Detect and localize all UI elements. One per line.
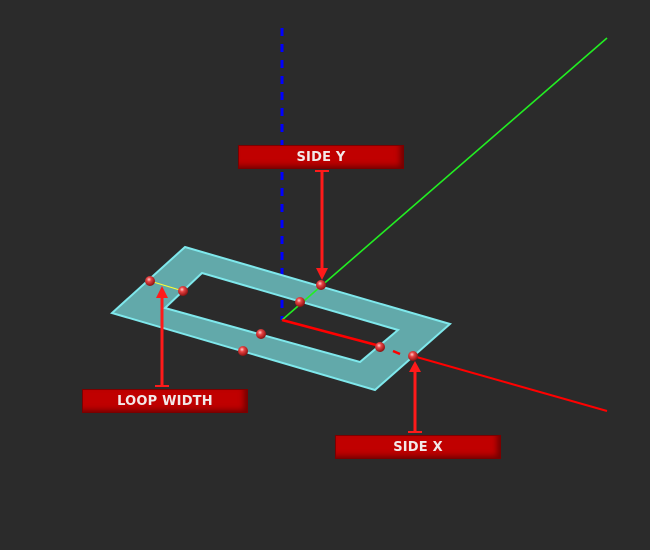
y-axis	[281, 37, 608, 321]
loop-shape[interactable]	[110, 245, 453, 392]
side-y-label: SIDE Y	[238, 145, 404, 169]
side-x-label: SIDE X	[335, 435, 501, 459]
marker-point[interactable]	[145, 276, 155, 286]
marker-point[interactable]	[408, 351, 418, 361]
marker-point[interactable]	[178, 286, 188, 296]
loop-width-arrow	[155, 286, 169, 387]
loop-width-line	[149, 280, 184, 292]
x-axis	[281, 318, 381, 348]
side-y-arrow	[315, 170, 329, 280]
marker-point[interactable]	[295, 297, 305, 307]
loop-width-label: LOOP WIDTH	[82, 389, 248, 413]
marker-point[interactable]	[256, 329, 266, 339]
marker-point[interactable]	[375, 342, 385, 352]
x-axis-outer	[412, 355, 608, 412]
x-axis-dash	[392, 349, 401, 356]
side-x-arrow	[408, 361, 422, 433]
marker-point[interactable]	[238, 346, 248, 356]
marker-point[interactable]	[316, 280, 326, 290]
